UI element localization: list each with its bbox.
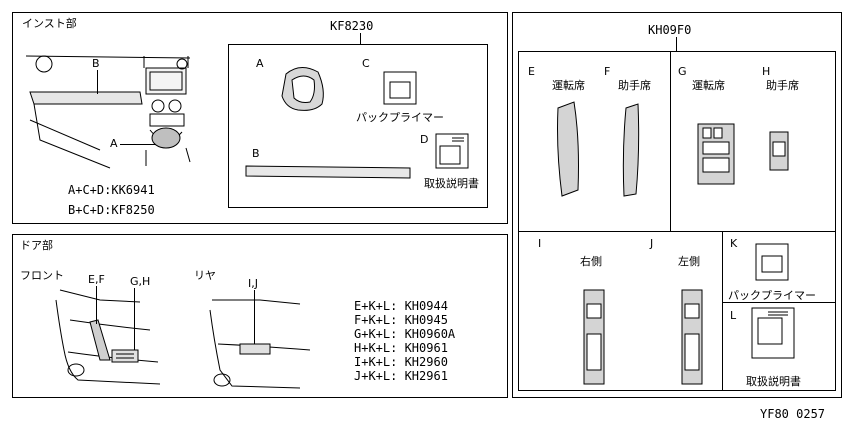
instrument-section (12, 12, 508, 224)
instrument-combo-2: B+C+D:KF8250 (68, 203, 155, 217)
label-h: H (762, 65, 771, 78)
kf8230-label-a: A (256, 57, 264, 70)
k-primer: パックプライマー (728, 289, 816, 302)
kf8230-label-c: C (362, 57, 370, 70)
l-manual: 取扱説明書 (746, 375, 801, 388)
door-combo-4: H+K+L: KH0961 (354, 341, 448, 355)
leader-b (97, 70, 98, 94)
kf8230-leader (360, 33, 361, 44)
kh09f0-leader (676, 37, 677, 51)
instrument-title: インスト部 (22, 17, 77, 30)
door-section (12, 234, 508, 398)
callout-a-instrument: A (110, 137, 118, 150)
kf8230-label-d: D (420, 133, 429, 146)
leader-gh (134, 288, 135, 350)
leader-ef (96, 286, 97, 324)
label-g: G (678, 65, 687, 78)
leader-a (120, 144, 156, 145)
door-combo-1: E+K+L: KH0944 (354, 299, 448, 313)
door-combo-6: J+K+L: KH2961 (354, 369, 448, 383)
door-title: ドア部 (20, 239, 53, 252)
i-right: 右側 (580, 255, 602, 268)
callout-gh: G,H (130, 275, 151, 288)
callout-ij: I,J (248, 277, 258, 290)
label-l: L (730, 309, 737, 322)
kh09f0-code: KH09F0 (648, 23, 692, 37)
label-f: F (604, 65, 611, 78)
kf8230-code: KF8230 (330, 19, 374, 33)
footer-ref: YF80 0257 (760, 407, 826, 421)
kf8230-primer: パックプライマー (356, 111, 444, 124)
divider-vertical-bottom (722, 231, 723, 391)
instrument-combo-1: A+C+D:KK6941 (68, 183, 155, 197)
callout-b-instrument: B (92, 57, 100, 70)
divider-vertical-top (670, 51, 671, 231)
leader-ij (254, 290, 255, 344)
label-i: I (538, 237, 542, 250)
h-passenger: 助手席 (766, 79, 799, 92)
door-combo-5: I+K+L: KH2960 (354, 355, 448, 369)
door-front-label: フロント (20, 269, 64, 282)
divider-horizontal (518, 231, 836, 232)
e-driver: 運転席 (552, 79, 585, 92)
label-j: J (650, 237, 654, 250)
divider-kl (722, 302, 836, 303)
j-left: 左側 (678, 255, 700, 268)
callout-ef: E,F (88, 273, 105, 286)
f-passenger: 助手席 (618, 79, 651, 92)
kf8230-label-b: B (252, 147, 260, 160)
kh09f0-outer (512, 12, 842, 398)
kf8230-manual: 取扱説明書 (424, 177, 479, 190)
label-k: K (730, 237, 738, 250)
door-combo-3: G+K+L: KH0960A (354, 327, 456, 341)
door-combo-2: F+K+L: KH0945 (354, 313, 448, 327)
kf8230-panel (228, 44, 488, 208)
kh09f0-panel (518, 51, 836, 391)
g-driver: 運転席 (692, 79, 725, 92)
label-e: E (528, 65, 535, 78)
door-rear-label: リヤ (194, 269, 216, 282)
